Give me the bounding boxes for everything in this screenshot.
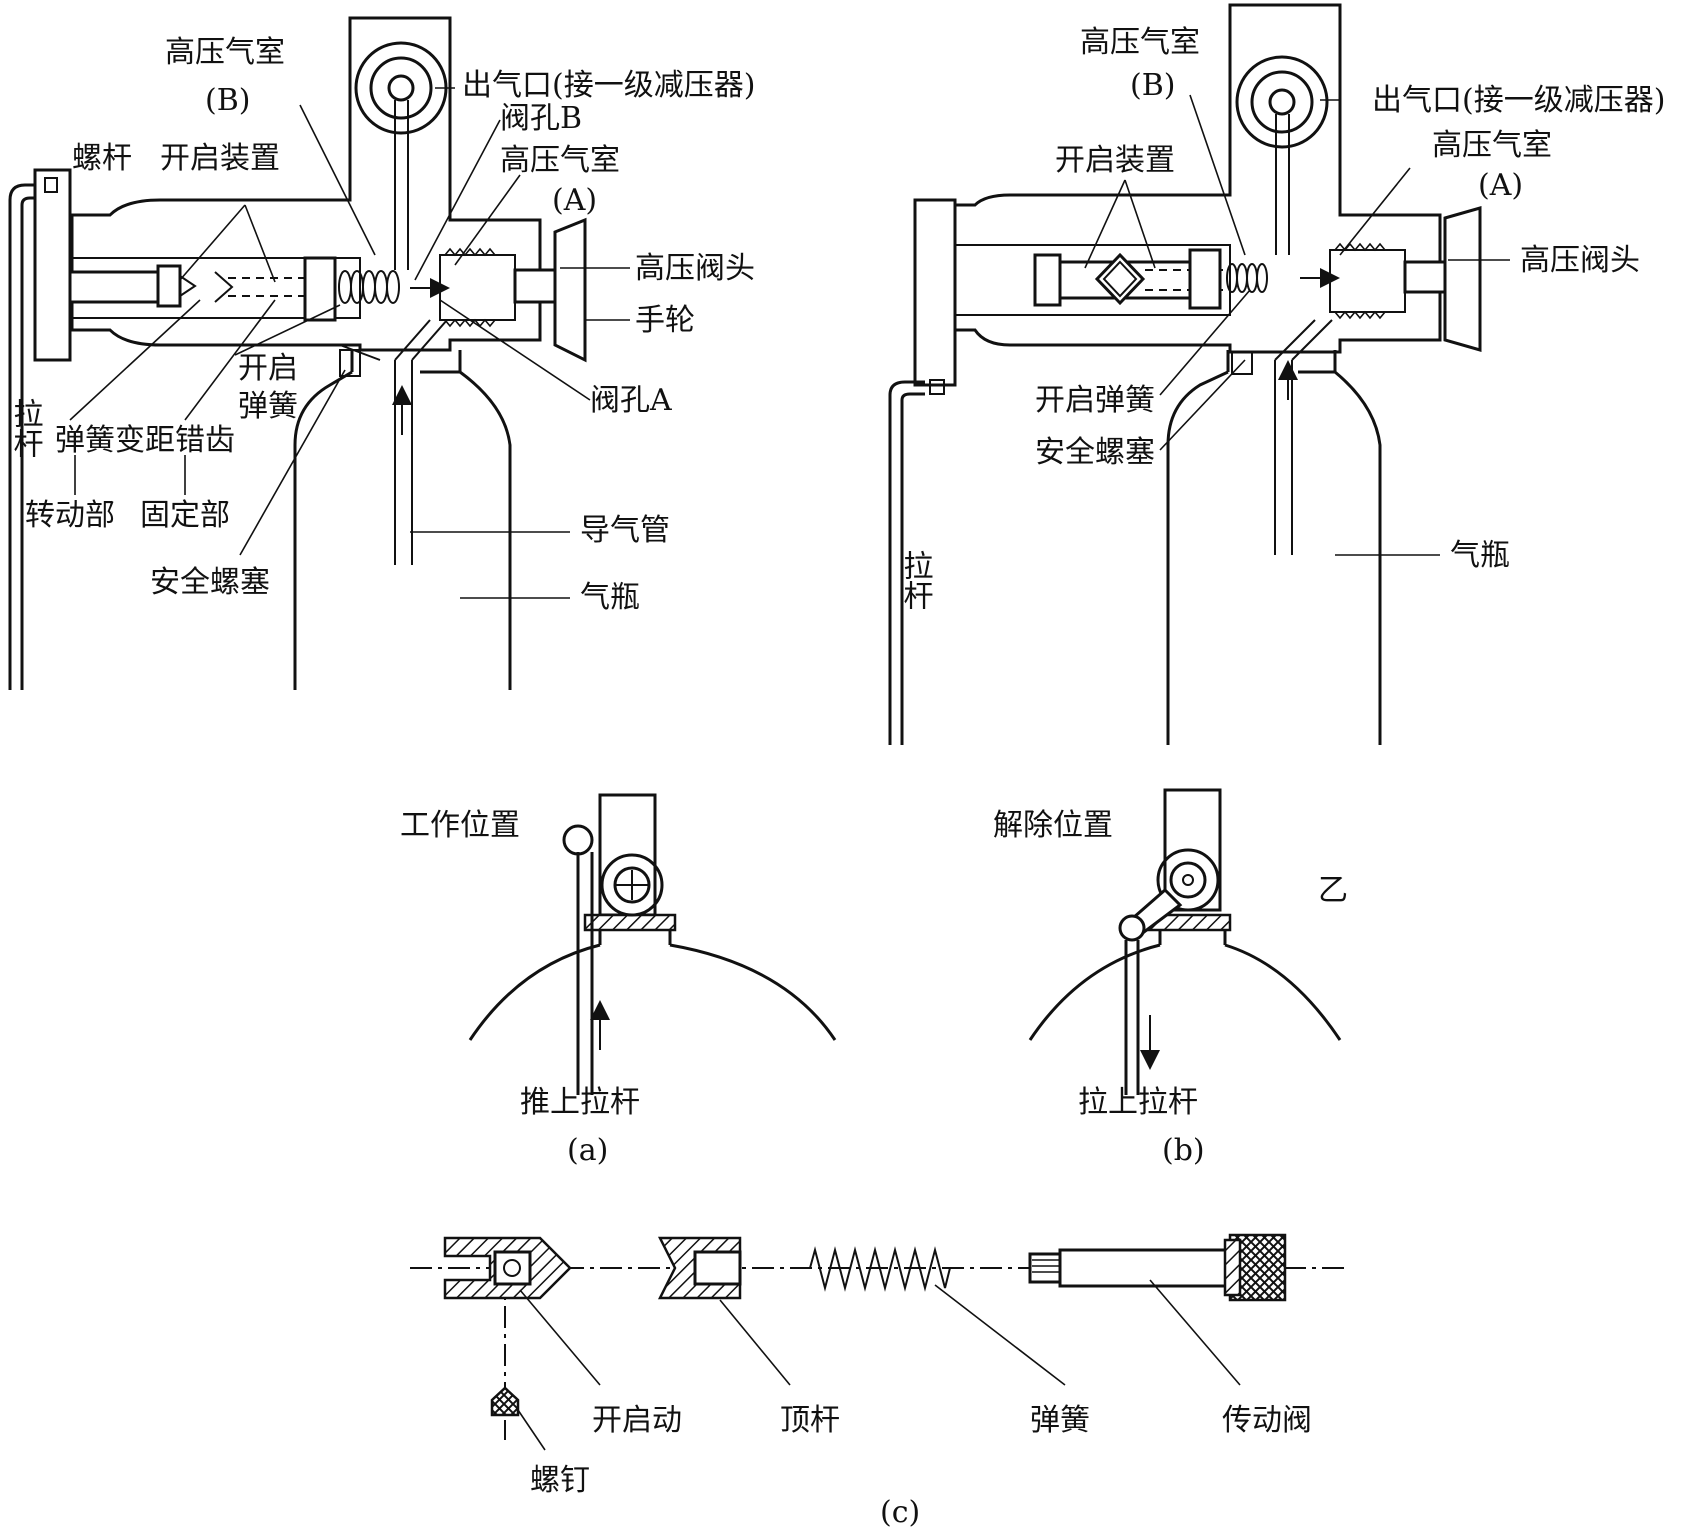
panel-a-labels: 高压气室 (B) 螺杆 开启装置 出气口(接一级减压器) 阀孔B 高压气室 (A… — [8, 35, 756, 615]
label-cylinder-b: 气瓶 — [1450, 538, 1510, 573]
release-position-b: 解除位置 拉上拉杆 (b) 乙 — [993, 788, 1348, 1168]
valve-body-a — [70, 16, 542, 352]
label-chamber-a-a: 高压气室 — [500, 143, 620, 178]
label-spring-pitch-teeth-a: 弹簧变距错齿 — [55, 423, 235, 458]
valve-head-b — [1403, 260, 1447, 294]
chamber-a-block-b — [1329, 249, 1406, 313]
label-chamber-a-tag-b: (A) — [1478, 168, 1523, 203]
label-valve-hole-a-a: 阀孔A — [590, 383, 672, 418]
panel-a-leaders — [69, 87, 630, 599]
label-chamber-a-tag-a: (A) — [552, 183, 597, 218]
cylinder-outline-b — [1166, 370, 1229, 745]
open-spring-coils-a — [338, 270, 400, 304]
label-handwheel-a: 手轮 — [635, 303, 695, 338]
outlet-ring-b — [1235, 55, 1329, 149]
label-mark-yi: 乙 — [1318, 873, 1348, 908]
chamber-a-block-a — [439, 254, 516, 321]
cylinder-outline-a — [293, 370, 353, 690]
cylinder-shoulder-right-a — [420, 370, 512, 690]
caption-a: (a) — [567, 1133, 608, 1168]
opening-device-diamond-b — [1094, 252, 1146, 306]
panel-b-valve-assembly — [888, 3, 1482, 745]
label-screw-rod-a: 螺杆 — [72, 141, 132, 176]
label-rotating-part-a: 转动部 — [25, 498, 115, 533]
lever-pivot-b — [1118, 914, 1146, 942]
label-opener: 开启动 — [592, 1403, 682, 1438]
label-opening-device-a: 开启装置 — [160, 141, 280, 176]
label-cylinder-a: 气瓶 — [580, 580, 640, 615]
panel-a-valve-assembly — [8, 16, 587, 690]
label-chamber-a-b: 高压气室 — [1432, 128, 1552, 163]
label-safety-plug-b: 安全螺塞 — [1035, 435, 1155, 470]
panel-b-leaders — [1084, 94, 1510, 556]
label-open-spring-2-a: 弹簧 — [238, 389, 298, 424]
panel-c-exploded: 开启动 顶杆 弹簧 传动阀 螺钉 (c) — [410, 1233, 1345, 1530]
label-open-spring-1-a: 开启 — [238, 351, 298, 386]
screw-rod-b — [1033, 253, 1062, 307]
label-opening-device-b: 开启装置 — [1055, 143, 1175, 178]
pull-rod-block-b — [913, 198, 957, 387]
pull-rod-b — [888, 380, 925, 745]
label-drive-valve: 传动阀 — [1222, 1403, 1312, 1438]
label-fixed-part-a: 固定部 — [140, 498, 230, 533]
cam-wheel-b — [1156, 848, 1220, 912]
open-spring-coils-b — [1226, 263, 1268, 293]
working-position-a: 工作位置 推上拉杆 (a) — [400, 793, 837, 1168]
label-valve-head-a: 高压阀头 — [635, 251, 755, 286]
label-safety-plug-a: 安全螺塞 — [150, 565, 270, 600]
label-open-spring-b: 开启弹簧 — [1035, 383, 1155, 418]
handwheel-b — [1443, 206, 1482, 352]
valve-head-a — [513, 268, 557, 304]
label-push-rod: 顶杆 — [780, 1403, 840, 1438]
label-pull-up-rod: 拉上拉杆 — [1078, 1085, 1198, 1120]
label-valve-head-b: 高压阀头 — [1520, 243, 1640, 278]
label-chamber-b-tag-b: (B) — [1130, 68, 1175, 103]
label-release-position: 解除位置 — [993, 808, 1113, 843]
spring-part — [809, 1246, 951, 1292]
drive-valve-part — [1028, 1233, 1287, 1302]
screw-part — [490, 1386, 520, 1417]
pull-rod-a — [8, 183, 45, 690]
push-rod-part — [657, 1236, 742, 1300]
label-air-tube-a: 导气管 — [580, 513, 670, 548]
label-outlet-b: 出气口(接一级减压器) — [1372, 83, 1665, 118]
label-spring: 弹簧 — [1030, 1403, 1090, 1438]
label-chamber-b-a: 高压气室 — [165, 35, 285, 70]
cam-wheel-a — [600, 853, 664, 917]
opener-part — [443, 1236, 572, 1300]
label-chamber-b-tag-a: (B) — [205, 83, 250, 118]
label-outlet-a: 出气口(接一级减压器) — [462, 68, 755, 103]
panel-b-labels: 高压气室 (B) 出气口(接一级减压器) 开启装置 高压气室 (A) 高压阀头 … — [898, 25, 1666, 610]
label-screw: 螺钉 — [530, 1463, 590, 1498]
label-pull-rod-a: 拉杆 — [8, 398, 44, 458]
caption-b: (b) — [1162, 1133, 1205, 1168]
label-working-position: 工作位置 — [400, 808, 520, 843]
caption-c: (c) — [880, 1495, 920, 1530]
lever-pivot-a — [562, 824, 594, 856]
screw-rod-a — [68, 270, 162, 304]
label-push-up-rod: 推上拉杆 — [520, 1085, 640, 1120]
label-pull-rod-b: 拉杆 — [898, 550, 934, 610]
label-chamber-b-b: 高压气室 — [1080, 25, 1200, 60]
label-valve-hole-b-a: 阀孔B — [500, 101, 582, 136]
handwheel-a — [553, 217, 587, 363]
valve-body-b — [953, 3, 1442, 354]
